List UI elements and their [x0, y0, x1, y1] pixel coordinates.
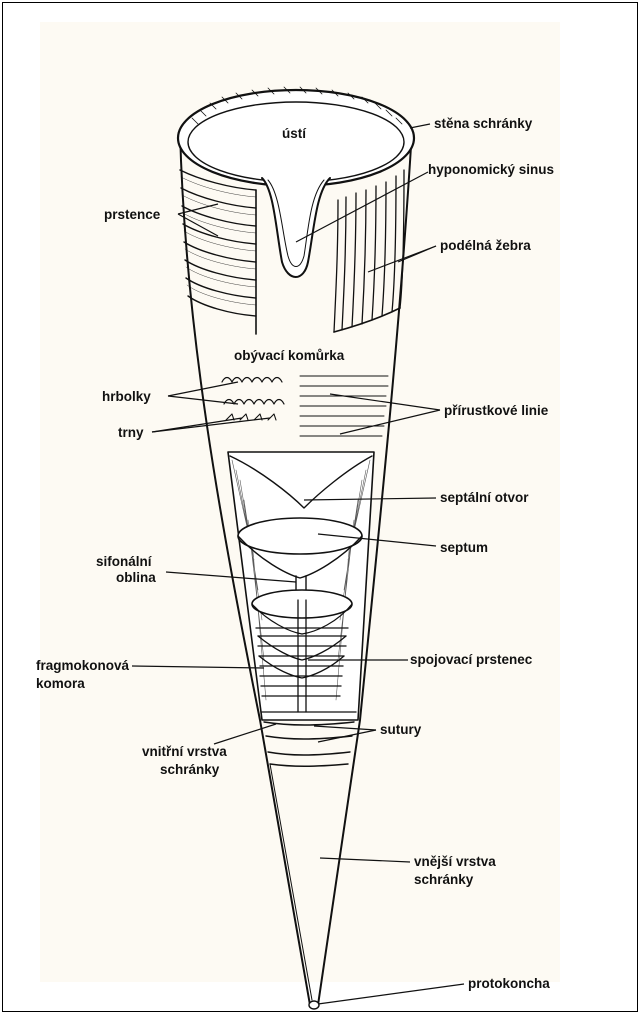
label-hyponomicky-sinus: hyponomický sinus [428, 162, 554, 178]
label-podelna-zebra: podélná žebra [440, 238, 531, 254]
label-vnejsi-1: vnější vrstva [414, 854, 496, 870]
label-vnitrni-1: vnitřní vrstva [142, 744, 227, 760]
label-trny: trny [118, 425, 144, 441]
label-fragmokonova-1: fragmokonová [36, 658, 129, 674]
leader-protokoncha [318, 984, 464, 1004]
label-protokoncha: protokoncha [468, 976, 550, 992]
label-prirustkove-linie: přírustkové linie [444, 403, 548, 419]
label-prstence: prstence [104, 207, 160, 223]
septum-2 [252, 590, 352, 618]
protoconch-shape [309, 1001, 319, 1009]
label-septum: septum [440, 540, 488, 556]
label-vnejsi-2: schránky [414, 872, 473, 888]
label-sutury: sutury [380, 722, 421, 738]
label-stena-schranky: stěna schránky [434, 116, 532, 132]
label-vnitrni-2: schránky [160, 762, 219, 778]
label-sifonalni-2: oblina [116, 570, 156, 586]
label-obyvaci-komurka: obývací komůrka [234, 348, 344, 364]
label-spojovaci-prstenec: spojovací prstenec [410, 652, 532, 668]
label-septalni-otvor: septální otvor [440, 490, 529, 506]
label-usti: ústí [282, 126, 306, 142]
label-hrbolky: hrbolky [102, 389, 151, 405]
label-fragmokonova-2: komora [36, 676, 85, 692]
label-sifonalni-1: sifonální [96, 554, 152, 570]
